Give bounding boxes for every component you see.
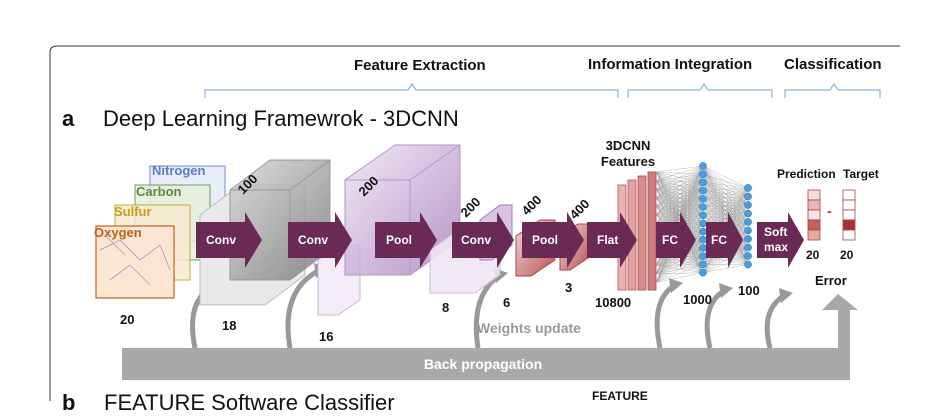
conv-label-1: Conv: [206, 233, 236, 247]
oxygen-label: Oxygen: [94, 225, 142, 240]
pool2a-depth: 400: [519, 192, 545, 218]
flat-label: Flat: [597, 233, 618, 247]
information-integration-header: Information Integration: [588, 56, 752, 73]
fc1-size: 1000: [683, 292, 712, 307]
pool-label-2: Pool: [532, 233, 558, 247]
pool1-size: 16: [319, 329, 333, 344]
neuron: [744, 261, 751, 268]
neuron: [699, 228, 706, 235]
neuron: [744, 210, 751, 217]
neuron: [699, 179, 706, 186]
information-integration-bracket: [628, 84, 772, 98]
nitrogen-label: Nitrogen: [152, 163, 206, 178]
target-label: Target: [843, 167, 879, 181]
fc2-size: 100: [738, 283, 760, 298]
fc-label-1: FC: [662, 233, 678, 247]
panel-a-title: Deep Learning Framewrok - 3DCNN: [103, 106, 459, 132]
neuron: [699, 244, 706, 251]
conv2-size: 8: [442, 300, 449, 315]
neuron: [699, 236, 706, 243]
feature-extraction-header: Feature Extraction: [354, 57, 486, 74]
neuron: [699, 195, 706, 202]
conv-label-3: Conv: [461, 233, 491, 247]
conv2-depth: 200: [458, 194, 484, 220]
neuron: [744, 201, 751, 208]
softmax-label-line1: Soft: [764, 225, 787, 239]
neuron: [744, 218, 751, 225]
softmax-label-line2: max: [764, 240, 788, 254]
prediction-vector: [808, 190, 820, 240]
neuron: [744, 235, 751, 242]
pool2a-size: 6: [503, 295, 510, 310]
target-value: 20: [840, 248, 854, 262]
neuron: [699, 203, 706, 210]
neuron: [744, 252, 751, 259]
conv1-size: 18: [222, 318, 236, 333]
flat-size: 10800: [595, 295, 631, 310]
neuron: [699, 162, 706, 169]
sulfur-label: Sulfur: [114, 204, 152, 219]
neuron: [699, 187, 706, 194]
pool-label-1: Pool: [386, 233, 412, 247]
panel-a-letter: a: [62, 106, 74, 132]
input-size: 20: [120, 312, 134, 327]
neuron: [744, 193, 751, 200]
weights-update-label: Weights update: [477, 320, 581, 336]
features-label-line1: 3DCNN: [606, 138, 651, 153]
neuron: [744, 227, 751, 234]
neuron: [699, 261, 706, 268]
back-propagation-label: Back propagation: [424, 356, 542, 372]
panel-b-title: FEATURE Software Classifier: [104, 390, 395, 416]
neuron: [699, 220, 706, 227]
error-label: Error: [815, 273, 847, 288]
neuron: [699, 171, 706, 178]
fc-label-2: FC: [711, 233, 727, 247]
target-vector: [843, 190, 855, 240]
neuron: [699, 269, 706, 276]
neuron: [744, 244, 751, 251]
features-label-line2: Features: [601, 154, 655, 169]
classification-bracket: [785, 84, 880, 98]
prediction-value: 20: [806, 248, 820, 262]
panel-b-letter: b: [62, 390, 75, 416]
feature-extraction-bracket: [205, 84, 618, 98]
minus-sign: -: [827, 203, 832, 219]
neuron: [744, 184, 751, 191]
prediction-label: Prediction: [777, 167, 836, 181]
neuron: [699, 253, 706, 260]
pool2b-size: 3: [565, 280, 572, 295]
neuron: [699, 212, 706, 219]
classification-header: Classification: [784, 56, 882, 73]
conv-label-2: Conv: [298, 233, 328, 247]
carbon-label: Carbon: [136, 184, 182, 199]
